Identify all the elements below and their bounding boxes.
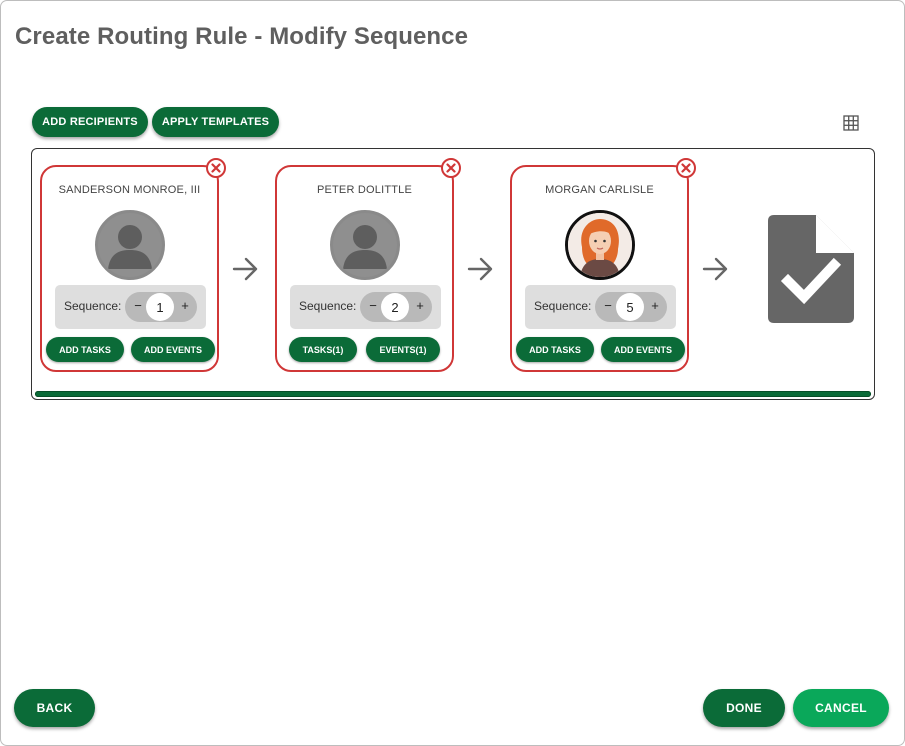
close-icon xyxy=(211,163,221,173)
sequence-label: Sequence: xyxy=(64,299,122,313)
recipient-card: PETER DOLITTLE Sequence: − 2 + TASKS(1) … xyxy=(275,158,461,372)
increment-button[interactable]: + xyxy=(181,298,189,313)
arrow-right-icon xyxy=(467,257,493,281)
apply-templates-button[interactable]: APPLY TEMPLATES xyxy=(152,107,279,137)
remove-recipient-button[interactable] xyxy=(206,158,226,178)
default-avatar-icon xyxy=(330,210,400,280)
decrement-button[interactable]: − xyxy=(369,298,377,313)
increment-button[interactable]: + xyxy=(416,298,424,313)
remove-recipient-button[interactable] xyxy=(676,158,696,178)
add-recipients-button[interactable]: ADD RECIPIENTS xyxy=(32,107,148,137)
events-button[interactable]: ADD EVENTS xyxy=(131,337,215,362)
recipient-photo-avatar xyxy=(565,210,635,280)
routing-sequence-board: SANDERSON MONROE, III Sequence: − 1 + AD… xyxy=(31,148,875,400)
events-button[interactable]: ADD EVENTS xyxy=(601,337,685,362)
events-button[interactable]: EVENTS(1) xyxy=(366,337,440,362)
back-button[interactable]: BACK xyxy=(14,689,95,727)
close-icon xyxy=(681,163,691,173)
recipient-name: MORGAN CARLISLE xyxy=(545,184,654,196)
sequence-stepper: − 2 + xyxy=(360,292,432,322)
recipient-name: SANDERSON MONROE, III xyxy=(58,184,201,196)
document-check-icon xyxy=(768,215,854,323)
sequence-label: Sequence: xyxy=(534,299,592,313)
sequence-control: Sequence: − 5 + xyxy=(525,285,676,329)
sequence-control: Sequence: − 2 + xyxy=(290,285,441,329)
close-icon xyxy=(446,163,456,173)
sequence-control: Sequence: − 1 + xyxy=(55,285,206,329)
sequence-value[interactable]: 2 xyxy=(381,293,409,321)
arrow-right-icon xyxy=(232,257,258,281)
tasks-button[interactable]: ADD TASKS xyxy=(516,337,594,362)
dialog-title: Create Routing Rule - Modify Sequence xyxy=(15,23,469,50)
recipient-card: SANDERSON MONROE, III Sequence: − 1 + AD… xyxy=(40,158,226,372)
arrow-right-icon xyxy=(702,257,728,281)
decrement-button[interactable]: − xyxy=(604,298,612,313)
tasks-button[interactable]: ADD TASKS xyxy=(46,337,124,362)
decrement-button[interactable]: − xyxy=(134,298,142,313)
grid-view-icon[interactable] xyxy=(843,115,859,131)
default-avatar-icon xyxy=(95,210,165,280)
recipient-name: PETER DOLITTLE xyxy=(316,184,413,196)
horizontal-scrollbar[interactable] xyxy=(35,391,871,397)
tasks-button[interactable]: TASKS(1) xyxy=(289,337,357,362)
sequence-value[interactable]: 1 xyxy=(146,293,174,321)
sequence-stepper: − 1 + xyxy=(125,292,197,322)
remove-recipient-button[interactable] xyxy=(441,158,461,178)
sequence-value[interactable]: 5 xyxy=(616,293,644,321)
sequence-stepper: − 5 + xyxy=(595,292,667,322)
increment-button[interactable]: + xyxy=(651,298,659,313)
cancel-button[interactable]: CANCEL xyxy=(793,689,889,727)
sequence-label: Sequence: xyxy=(299,299,357,313)
done-button[interactable]: DONE xyxy=(703,689,785,727)
recipient-card: MORGAN CARLISLE Sequence: − xyxy=(510,158,696,372)
